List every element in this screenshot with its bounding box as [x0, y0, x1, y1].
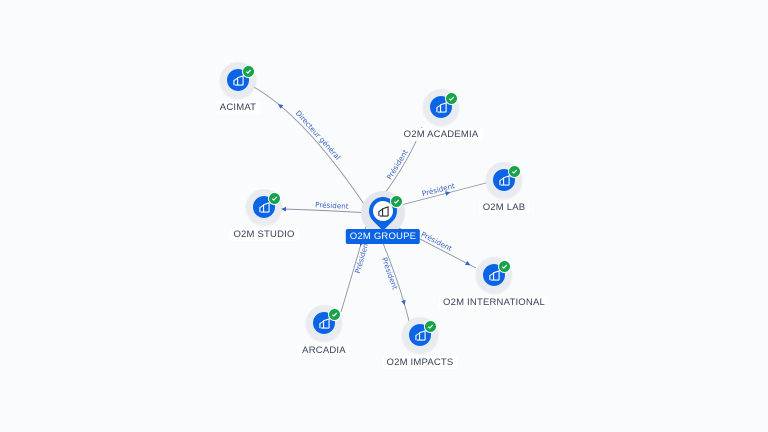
node-label[interactable]: ACIMAT	[215, 101, 261, 114]
check-badge-icon	[445, 92, 458, 105]
check-badge-icon	[242, 65, 255, 78]
check-badge-icon	[268, 192, 281, 205]
edge-arrow-lab	[445, 191, 451, 196]
check-badge-icon	[328, 308, 341, 321]
edge-label-academia: Président	[385, 148, 410, 182]
building-icon	[373, 201, 393, 221]
node-label[interactable]: O2M STUDIO	[229, 228, 299, 241]
check-badge-icon	[508, 165, 521, 178]
edge-arrow-studio	[281, 206, 287, 212]
check-badge-icon	[424, 320, 437, 333]
edge-label-studio: Président	[315, 200, 349, 211]
edge-arrow-international	[465, 260, 471, 266]
check-badge-icon	[390, 195, 403, 208]
center-node-label[interactable]: O2M GROUPE	[345, 229, 421, 244]
node-label[interactable]: O2M INTERNATIONAL	[439, 296, 549, 309]
node-label[interactable]: O2M IMPACTS	[382, 356, 458, 369]
edge-label-arcadia: Président	[353, 240, 371, 275]
node-label[interactable]: ARCADIA	[298, 344, 350, 357]
node-label[interactable]: O2M LAB	[478, 201, 530, 214]
edge-arrow-acimat	[278, 103, 284, 109]
check-badge-icon	[498, 260, 511, 273]
edge-label-acimat: Directeur général	[294, 109, 343, 162]
edge-line-studio	[279, 208, 371, 214]
node-label[interactable]: O2M ACADEMIA	[399, 128, 483, 141]
edge-arrow-impacts	[401, 299, 406, 306]
edge-line-acimat	[251, 85, 371, 214]
edge-label-impacts: Président	[380, 256, 400, 291]
